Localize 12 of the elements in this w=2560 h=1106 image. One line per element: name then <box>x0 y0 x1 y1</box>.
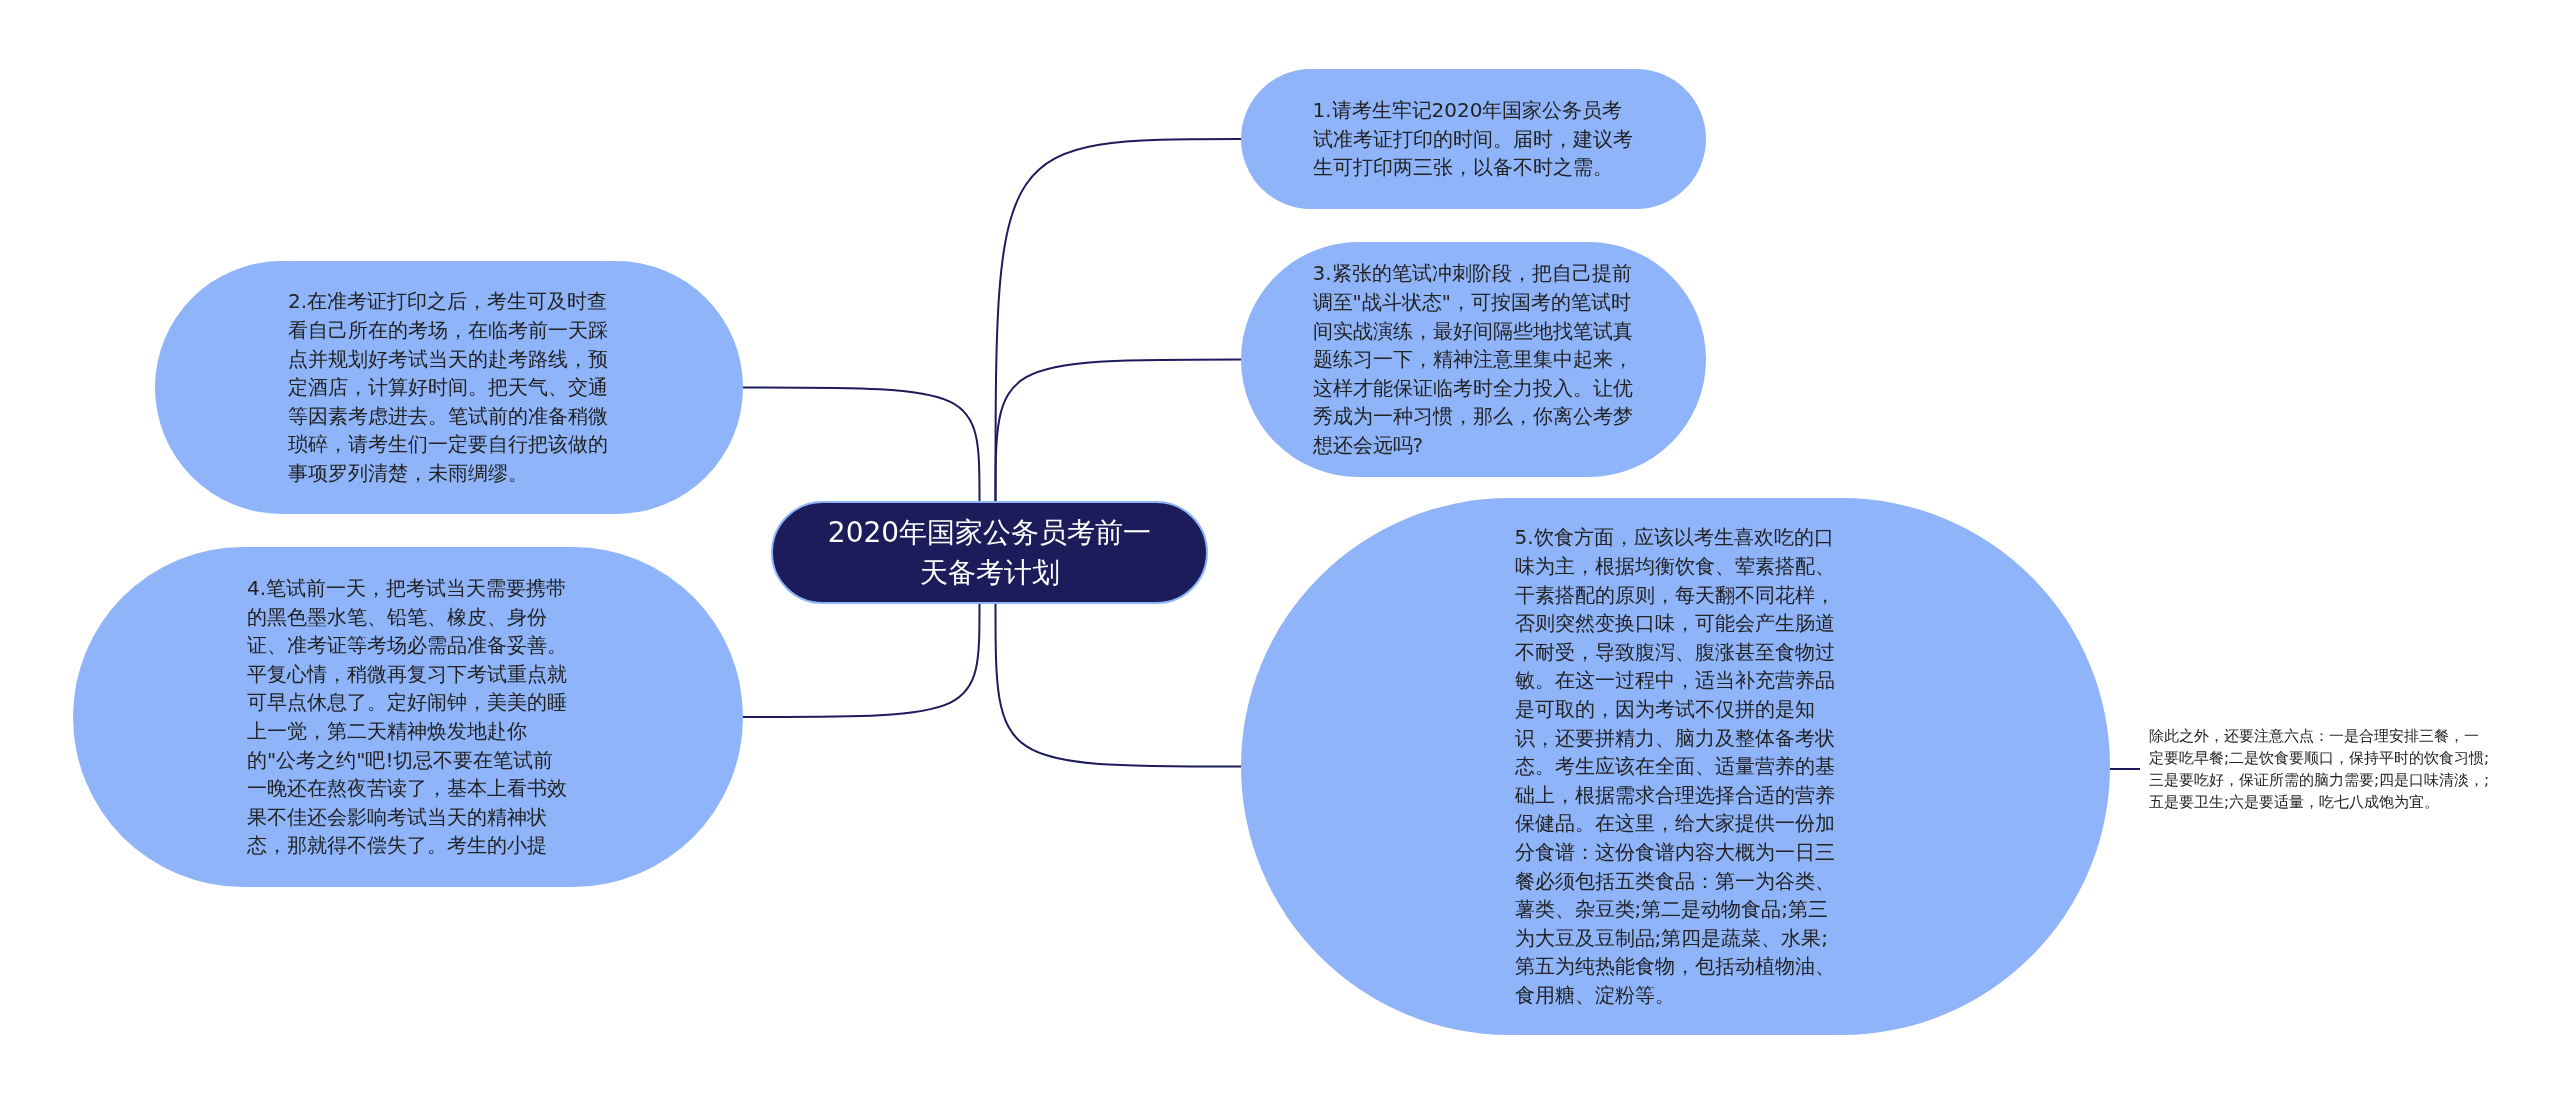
connector-line <box>994 358 1242 502</box>
topic-text: 2020年国家公务员考前一天备考计划 <box>826 514 1153 591</box>
note-text: 除此之外，还要注意六点：一是合理安排三餐，一定要吃早餐;二是饮食要顺口，保持平时的饮食习惯;三是要吃好，保证所需的脑力需要;四是口味清淡，;五是要卫生;六是要适量，吃七八成饱为宜。 <box>2149 726 2491 813</box>
connector-line <box>742 603 981 718</box>
topic-text: 3.紧张的笔试冲刺阶段，把自己提前调至"战斗状态"，可按国考的笔试时间实战演练，最好间隔些地找笔试真题练习一下，精神注意里集中起来，这样才能保证临考时全力投入。让优秀成为一种习惯，那么，你离公考梦想还会远吗? <box>1312 260 1634 459</box>
connector-line <box>994 603 1242 768</box>
topic-text: 4.笔试前一天，把考试当天需要携带的黑色墨水笔、铅笔、橡皮、身份证、准考证等考场必需品准备妥善。平复心情，稍微再复习下考试重点就可早点休息了。定好闹钟，美美的睡上一觉，第二天精神焕发地赴你的"公考之约"吧!切忌不要在笔试前一晚还在熬夜苦读了，基本上看书效果不佳还会影响考试当天的精神状态，那就得不偿失了。考生的小提 <box>247 575 568 860</box>
topic-text: 1.请考生牢记2020年国家公务员考试准考证打印的时间。届时，建议考生可打印两三张，以备不时之需。 <box>1312 97 1634 182</box>
connector-line <box>742 386 981 502</box>
topic-text: 2.在准考证打印之后，考生可及时查看自己所在的考场，在临考前一天踩点并规划好考试当天的赴考路线，预定酒店，计算好时间。把天气、交通等因素考虑进去。笔试前的准备稍微琐碎，请考生们一定要自行把该做的事项罗列清楚，未雨绸缪。 <box>288 288 609 487</box>
topic-text: 5.饮食方面，应该以考生喜欢吃的口味为主，根据均衡饮食、荤素搭配、干素搭配的原则，每天翻不同花样，否则突然变换口味，可能会产生肠道不耐受，导致腹泻、腹涨甚至食物过敏。在这一过程中，适当补充营养品是可取的，因为考试不仅拼的是知识，还要拼精力、脑力及整体备考状态。考生应该在全面、适量营养的基础上，根据需求合理选择合适的营养保健品。在这里，给大家提供一份加分食谱：这份食谱内容大概为一日三餐必须包括五类食品：第一为谷类、薯类、杂豆类;第二是动物食品;第三为大豆及豆制品;第四是蔬菜、水果;第五为纯热能食物，包括动植物油、食用糖、淀粉等。 <box>1514 524 1836 1009</box>
connector-line <box>2109 768 2141 770</box>
